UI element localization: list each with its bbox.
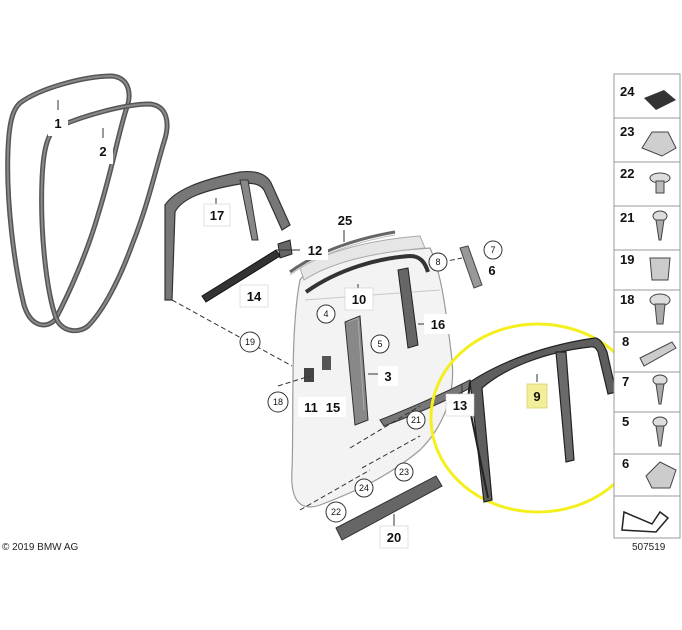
trim-strip-part-6[interactable] — [459, 245, 483, 289]
svg-text:3: 3 — [384, 369, 391, 384]
circled-callout-5[interactable]: 5 — [370, 334, 390, 354]
circled-callout-7[interactable]: 7 — [483, 240, 503, 260]
svg-text:5: 5 — [622, 414, 629, 429]
parts-panel-item-6[interactable]: 6 — [613, 453, 681, 497]
diagram-id-text: 507519 — [632, 542, 666, 553]
callout-11[interactable]: 11 — [298, 397, 324, 417]
circled-callout-19[interactable]: 19 — [239, 331, 261, 353]
svg-text:11: 11 — [304, 400, 318, 415]
circled-callout-8[interactable]: 8 — [428, 252, 448, 272]
nut-clip-icon — [649, 257, 671, 281]
window-channel-part-16[interactable] — [397, 267, 419, 349]
svg-text:9: 9 — [533, 389, 540, 404]
svg-text:15: 15 — [326, 400, 340, 415]
door-seal-part-1[interactable] — [5, 73, 132, 328]
svg-text:19: 19 — [245, 337, 255, 347]
svg-text:6: 6 — [622, 456, 629, 471]
svg-text:8: 8 — [622, 334, 629, 349]
clip-nut-icon — [645, 461, 677, 489]
circled-callout-22[interactable]: 22 — [325, 501, 347, 523]
svg-text:20: 20 — [387, 530, 401, 545]
callout-10[interactable]: 10 — [344, 287, 374, 311]
svg-text:1: 1 — [54, 116, 61, 131]
door-panel-part-3[interactable] — [291, 235, 454, 508]
svg-text:22: 22 — [331, 507, 341, 517]
window-frame-trim-part-17[interactable] — [164, 170, 291, 301]
callout-20[interactable]: 20 — [379, 525, 409, 549]
circled-callout-24[interactable]: 24 — [354, 478, 374, 498]
clip-part-15[interactable] — [322, 356, 331, 370]
svg-text:12: 12 — [308, 243, 322, 258]
svg-text:8: 8 — [435, 257, 440, 267]
svg-text:7: 7 — [622, 374, 629, 389]
svg-text:2: 2 — [99, 144, 106, 159]
parts-panel-item-24[interactable]: 24 — [613, 73, 681, 119]
svg-text:18: 18 — [273, 397, 283, 407]
svg-text:14: 14 — [247, 289, 262, 304]
roof-trim-part-25[interactable] — [289, 230, 396, 276]
callout-3[interactable]: 3 — [378, 366, 398, 386]
svg-text:6: 6 — [488, 263, 495, 278]
pillar-trim-part-5[interactable] — [344, 315, 369, 426]
belt-strip-part-14[interactable] — [201, 249, 281, 303]
callout-9[interactable]: 9 — [526, 383, 548, 409]
callout-labels: 1 2 17 25 12 14 10 6 16 3 11 15 13 9 20 — [48, 110, 548, 549]
parts-panel-item-8[interactable]: 8 — [613, 331, 681, 373]
parts-panel-item-23[interactable]: 23 — [613, 117, 681, 163]
leader-lines — [171, 257, 463, 511]
svg-text:21: 21 — [411, 415, 421, 425]
svg-text:21: 21 — [620, 210, 634, 225]
parts-panel-item-7[interactable]: 7 — [613, 371, 681, 413]
callout-13[interactable]: 13 — [445, 393, 475, 417]
svg-text:7: 7 — [490, 245, 495, 255]
clip-part-11[interactable] — [304, 368, 314, 382]
svg-text:10: 10 — [352, 292, 366, 307]
svg-text:24: 24 — [620, 84, 635, 99]
callout-16[interactable]: 16 — [424, 314, 452, 334]
copyright-text: © 2019 BMW AG — [2, 542, 79, 553]
callout-1[interactable]: 1 — [48, 110, 68, 136]
bracket-icon — [639, 341, 677, 367]
parts-panel: 24 23 22 21 19 18 — [613, 73, 681, 539]
svg-text:5: 5 — [377, 339, 382, 349]
circled-callout-21[interactable]: 21 — [406, 410, 426, 430]
parts-panel-item-21[interactable]: 21 — [613, 205, 681, 251]
svg-text:25: 25 — [338, 213, 352, 228]
circled-callout-18[interactable]: 18 — [267, 391, 289, 413]
svg-text:22: 22 — [620, 166, 634, 181]
callout-12[interactable]: 12 — [300, 240, 328, 260]
svg-text:17: 17 — [210, 208, 224, 223]
circled-callout-4[interactable]: 4 — [316, 304, 336, 324]
parts-panel-nav[interactable] — [613, 495, 681, 539]
parts-panel-item-18[interactable]: 18 — [613, 289, 681, 333]
frame-seal-part-10[interactable] — [304, 253, 430, 294]
circled-callouts: 4 5 7 8 19 18 21 23 24 22 — [239, 240, 503, 523]
svg-text:16: 16 — [431, 317, 445, 332]
clip-part-12[interactable] — [277, 239, 293, 259]
callout-2[interactable]: 2 — [93, 138, 113, 164]
svg-text:24: 24 — [359, 483, 369, 493]
arrow-icon — [621, 510, 670, 533]
callout-6[interactable]: 6 — [482, 260, 502, 280]
callout-25[interactable]: 25 — [332, 210, 358, 230]
parts-panel-item-19[interactable]: 19 — [613, 249, 681, 291]
clip-icon — [641, 131, 677, 157]
door-seal-part-2[interactable] — [39, 101, 170, 334]
parts-panel-item-5[interactable]: 5 — [613, 411, 681, 455]
svg-text:23: 23 — [620, 124, 634, 139]
circled-callout-23[interactable]: 23 — [394, 462, 414, 482]
parts-panel-item-22[interactable]: 22 — [613, 161, 681, 207]
sill-strip-part-20[interactable] — [335, 475, 443, 541]
callout-15[interactable]: 15 — [320, 397, 346, 417]
svg-text:13: 13 — [453, 398, 467, 413]
window-frame-part-9[interactable] — [466, 337, 617, 503]
callout-17[interactable]: 17 — [203, 203, 231, 227]
svg-text:4: 4 — [323, 309, 328, 319]
svg-text:19: 19 — [620, 252, 634, 267]
callout-14[interactable]: 14 — [239, 284, 269, 308]
svg-text:23: 23 — [399, 467, 409, 477]
svg-text:18: 18 — [620, 292, 634, 307]
pad-icon — [644, 90, 676, 110]
